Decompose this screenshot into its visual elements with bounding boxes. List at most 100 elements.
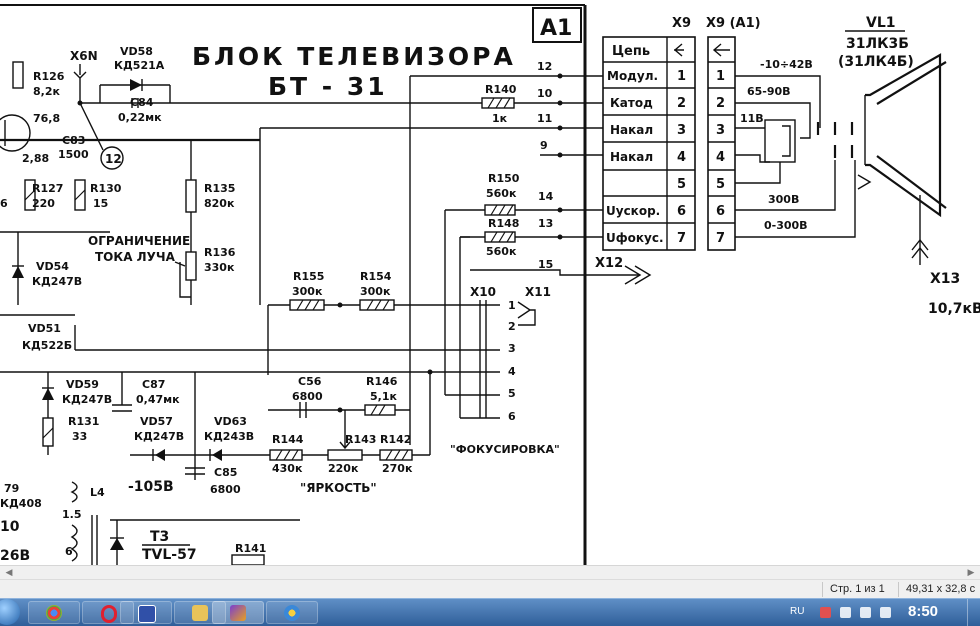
paint-icon (284, 605, 300, 621)
vd58-label: VD58 (120, 45, 153, 58)
start-button[interactable] (0, 599, 20, 625)
frag-6: 6 (65, 545, 73, 558)
limit-line2: ТОКА ЛУЧА (95, 250, 176, 264)
show-desktop-button[interactable] (967, 599, 980, 626)
focusing-label: "ФОКУСИРОВКА" (450, 443, 560, 456)
frag-15: 1.5 (62, 508, 82, 521)
c83-val: 1500 (58, 148, 89, 161)
r131-val: 33 (72, 430, 87, 443)
pin-num: 3 (716, 123, 725, 138)
system-tray: RU 8:50 (780, 599, 980, 626)
l4-label: L4 (90, 486, 105, 499)
r155-label: R155 (293, 270, 324, 283)
left-6: 6 (0, 197, 8, 210)
r131-label: R131 (68, 415, 99, 428)
r150-label: R150 (488, 172, 520, 185)
pin-num: 5 (716, 177, 725, 192)
r141-label: R141 (235, 542, 266, 555)
r126-val: 8,2к (33, 85, 60, 98)
x9-connector-table (602, 36, 736, 251)
vd59-label: VD59 (66, 378, 99, 391)
scroll-left-icon[interactable]: ◀ (5, 568, 13, 578)
c83-label: C83 (62, 134, 85, 147)
pin-name: Uфокус. (606, 231, 664, 245)
vd57-type: КД247В (134, 430, 184, 443)
pin-num: 5 (677, 177, 686, 192)
r142-label: R142 (380, 433, 411, 446)
x11-label: X11 (525, 285, 551, 299)
r143-val: 220к (328, 462, 359, 475)
volume-icon[interactable] (880, 607, 891, 618)
hv-label: 10,7кВ (928, 301, 980, 317)
r143-label: R143 (345, 433, 376, 446)
board-pin: 13 (538, 217, 553, 230)
x9-label: X9 (672, 16, 691, 31)
tube-v4: 300В (768, 193, 799, 206)
r140-label: R140 (485, 83, 517, 96)
pin-name: Катод (610, 96, 653, 110)
tube-v5: 0-300В (764, 219, 808, 232)
viewer-icon (230, 605, 246, 621)
pin-num: 6 (716, 204, 725, 219)
taskbar-opera-button[interactable] (82, 601, 134, 624)
v768-label: 76,8 (33, 112, 60, 125)
taskbar-chrome-button[interactable] (28, 601, 80, 624)
vd59-type: КД247В (62, 393, 112, 406)
c87-label: C87 (142, 378, 165, 391)
folder-icon (192, 605, 208, 621)
schematic-diagram: A1 БЛОК ТЕЛЕВИЗОРА БТ - 31 X9 X9 (A1) Це… (0, 4, 980, 565)
tube-model1: 31ЛК3Б (846, 36, 909, 52)
x10-pin: 2 (508, 320, 516, 333)
status-bar: Стр. 1 из 1 49,31 x 32,8 с (0, 579, 980, 599)
pin-name: Uускор. (606, 204, 660, 218)
r135-val: 820к (204, 197, 235, 210)
r135-label: R135 (204, 182, 235, 195)
r127-label: R127 (32, 182, 63, 195)
r154-label: R154 (360, 270, 392, 283)
clock[interactable]: 8:50 (908, 603, 939, 620)
board-wires (80, 73, 652, 285)
r155-val: 300к (292, 285, 323, 298)
taskbar: RU 8:50 (0, 598, 980, 626)
pin-name: Модул. (607, 69, 658, 83)
pin-num: 7 (716, 231, 725, 246)
taskbar-paint-button[interactable] (266, 601, 318, 624)
vd54-type: КД247В (32, 275, 82, 288)
taskbar-viewer-button[interactable] (212, 601, 264, 624)
c87-val: 0,47мк (136, 393, 180, 406)
node12: 12 (105, 152, 122, 166)
status-separator (898, 582, 899, 597)
board-pin: 10 (537, 87, 553, 100)
opera-icon (101, 605, 117, 623)
network-icon[interactable] (840, 607, 851, 618)
pin-num: 2 (677, 96, 686, 111)
language-indicator[interactable]: RU (790, 606, 805, 617)
limit-line1: ОГРАНИЧЕНИЕ (88, 234, 190, 248)
horizontal-scrollbar[interactable]: ◀ ▶ (0, 565, 980, 580)
board-pin: 15 (538, 258, 553, 271)
title-line1: БЛОК ТЕЛЕВИЗОРА (192, 42, 516, 71)
size-status: 49,31 x 32,8 с (906, 583, 976, 595)
pin-name: Накал (610, 150, 653, 164)
r146-label: R146 (366, 375, 398, 388)
vd51-type: КД522Б (22, 339, 72, 352)
pin-num: 7 (677, 231, 686, 246)
x10-pin: 6 (508, 410, 516, 423)
tube-v2: 65-90В (747, 85, 791, 98)
frag-79: 79 (4, 482, 19, 495)
taskbar-folder-button[interactable] (174, 601, 226, 624)
block-id: A1 (540, 16, 572, 41)
r154-val: 300к (360, 285, 391, 298)
v105-label: -105В (128, 479, 174, 495)
r148-val: 560к (486, 245, 517, 258)
scroll-right-icon[interactable]: ▶ (967, 568, 975, 578)
pin-num: 4 (716, 150, 725, 165)
board-pin: 11 (537, 112, 552, 125)
vd57-label: VD57 (140, 415, 173, 428)
taskbar-floppy-button[interactable] (120, 601, 172, 624)
action-center-icon[interactable] (820, 607, 831, 618)
board-pin: 12 (537, 60, 552, 73)
tube-model2: (31ЛК4Б) (838, 54, 914, 70)
power-icon[interactable] (860, 607, 871, 618)
brightness-label: "ЯРКОСТЬ" (300, 481, 377, 495)
